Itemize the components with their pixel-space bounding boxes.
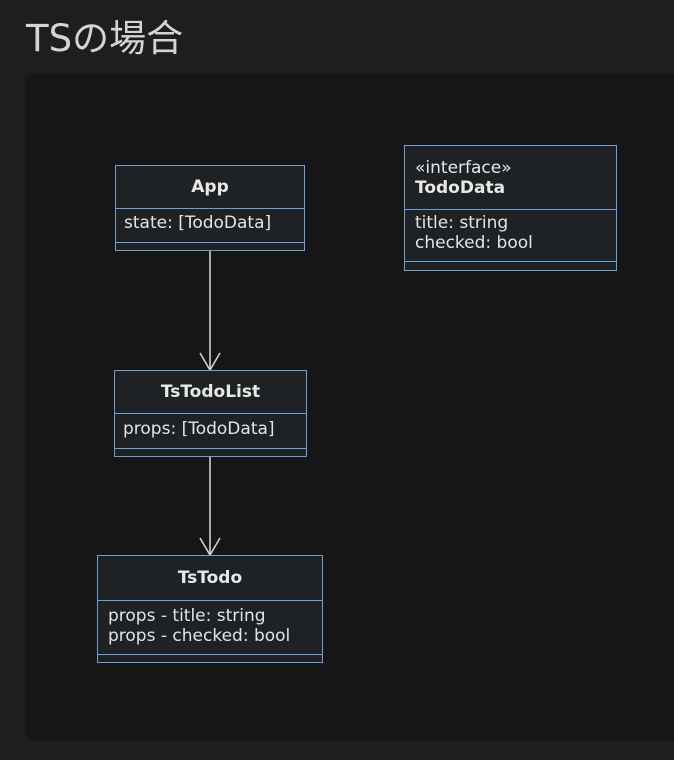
class-name-ts-todo-list: TsTodoList <box>160 382 261 402</box>
class-header-todo-data: «interface» TodoData <box>405 146 616 210</box>
class-box-todo-data: «interface» TodoData title: string check… <box>404 145 617 271</box>
diagram-canvas: App state: [TodoData] «interface» TodoDa… <box>26 74 674 741</box>
class-attribute: title: string <box>415 213 509 233</box>
relation-arrows <box>199 251 221 557</box>
class-name-todo-data: TodoData <box>415 178 506 198</box>
class-methods-ts-todo-list <box>115 449 306 456</box>
class-header-app: App <box>116 166 304 209</box>
class-attributes-ts-todo: props - title: string props - checked: b… <box>98 601 322 655</box>
class-methods-todo-data <box>405 262 616 269</box>
class-name-app: App <box>191 177 229 197</box>
page-heading: TSの場合 <box>26 17 184 60</box>
class-methods-app <box>116 243 304 250</box>
class-attribute: props - title: string <box>108 606 266 626</box>
class-box-ts-todo: TsTodo props - title: string props - che… <box>97 555 323 663</box>
class-attribute: props: [TodoData] <box>123 419 275 439</box>
class-attribute: props - checked: bool <box>108 626 291 646</box>
class-methods-ts-todo <box>98 655 322 662</box>
class-attributes-app: state: [TodoData] <box>116 209 304 243</box>
class-attribute: checked: bool <box>415 233 533 253</box>
class-header-ts-todo-list: TsTodoList <box>115 371 306 414</box>
class-attributes-ts-todo-list: props: [TodoData] <box>115 414 306 449</box>
class-name-ts-todo: TsTodo <box>177 568 243 588</box>
class-header-ts-todo: TsTodo <box>98 556 322 601</box>
class-attribute: state: [TodoData] <box>124 213 272 233</box>
class-stereotype-todo-data: «interface» <box>415 158 512 178</box>
class-attributes-todo-data: title: string checked: bool <box>405 210 616 262</box>
class-box-ts-todo-list: TsTodoList props: [TodoData] <box>114 370 307 457</box>
class-box-app: App state: [TodoData] <box>115 165 305 251</box>
